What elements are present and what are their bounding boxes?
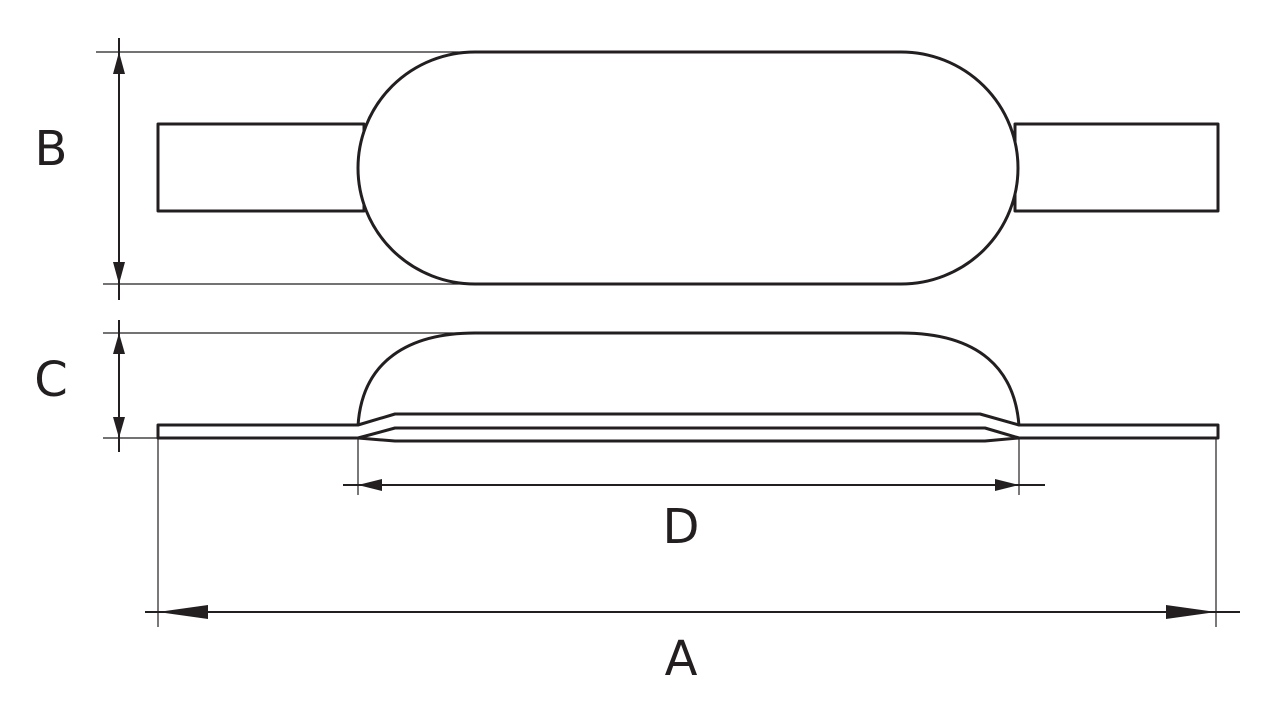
top-view-left-strap <box>156 122 366 213</box>
side-view <box>156 331 1220 443</box>
dimension-label-c: C <box>34 352 68 408</box>
b-arrow-top <box>113 52 125 74</box>
c-arrow-bottom <box>113 417 125 438</box>
c-arrow-top <box>113 333 125 354</box>
side-view-strap <box>156 412 1220 440</box>
top-view-body <box>356 50 1020 286</box>
side-view-dome <box>356 331 1021 427</box>
dimension-label-b: B <box>35 121 68 177</box>
top-view <box>156 50 1220 286</box>
d-arrow-left <box>358 479 382 491</box>
side-view-strap-inner <box>357 436 1020 443</box>
b-arrow-bottom <box>113 262 125 284</box>
a-arrow-left <box>158 605 208 619</box>
d-arrow-right <box>995 479 1019 491</box>
dimension-label-d: D <box>663 499 700 555</box>
a-arrow-right <box>1166 605 1216 619</box>
dimension-label-a: A <box>665 631 698 687</box>
top-view-right-strap <box>1013 122 1220 213</box>
